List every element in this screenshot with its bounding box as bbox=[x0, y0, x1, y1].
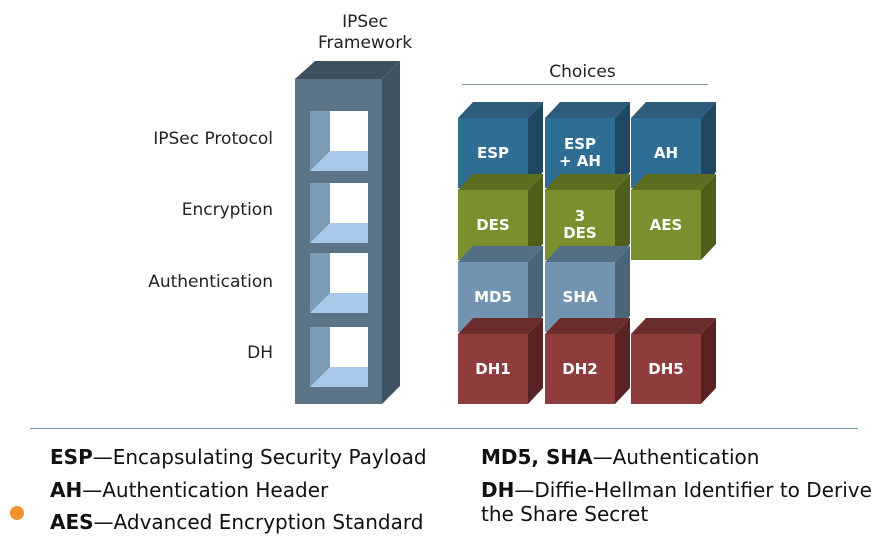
row-label-dh: DH bbox=[247, 343, 273, 363]
cube-esp: ESP bbox=[458, 102, 543, 188]
cube-des-label: DES bbox=[476, 215, 510, 234]
legend-esp-term: ESP bbox=[50, 445, 93, 469]
cube-3des: 3 DES bbox=[545, 174, 630, 260]
legend-dh-def-line2: the Share Secret bbox=[481, 502, 649, 526]
cube-esp-ah-label-2: + AH bbox=[559, 152, 601, 170]
cube-des: DES bbox=[458, 174, 543, 260]
tower-window-3 bbox=[310, 253, 368, 313]
row-label-authentication: Authentication bbox=[148, 272, 273, 292]
cube-ah-label: AH bbox=[653, 143, 679, 162]
tower-top bbox=[295, 61, 400, 79]
tower-window-2 bbox=[310, 183, 368, 243]
cube-ah: AH bbox=[631, 102, 716, 188]
legend-aes-def: —Advanced Encryption Standard bbox=[93, 510, 424, 534]
row-label-encryption: Encryption bbox=[181, 200, 273, 220]
cube-esp-ah: ESP + AH bbox=[545, 102, 630, 188]
cube-sha: SHA bbox=[545, 246, 630, 332]
cube-dh5: DH5 bbox=[631, 318, 716, 404]
bullet-dot-icon bbox=[10, 506, 24, 520]
cube-esp-ah-label-1: ESP bbox=[563, 135, 597, 153]
legend-esp: ESP—Encapsulating Security Payload bbox=[50, 445, 427, 469]
cube-aes: AES bbox=[631, 174, 716, 260]
legend-divider bbox=[30, 428, 858, 429]
tower-side bbox=[382, 61, 400, 404]
legend-ah-term: AH bbox=[50, 478, 83, 502]
cube-esp-label: ESP bbox=[476, 143, 510, 162]
cube-dh5-label: DH5 bbox=[648, 359, 684, 378]
framework-tower bbox=[295, 61, 400, 404]
choices-label: Choices bbox=[549, 62, 616, 82]
framework-title-line1: IPSec bbox=[342, 12, 388, 32]
cube-3des-label-2: DES bbox=[563, 224, 597, 242]
legend-md5-sha: MD5, SHA—Authentication bbox=[481, 445, 759, 469]
tower-window-4 bbox=[310, 327, 368, 387]
legend-aes: AES—Advanced Encryption Standard bbox=[50, 510, 423, 534]
cube-sha-label: SHA bbox=[562, 287, 598, 306]
cube-md5: MD5 bbox=[458, 246, 543, 332]
legend-dh-term: DH bbox=[481, 478, 515, 502]
cube-dh2-label: DH2 bbox=[562, 359, 598, 378]
legend-dh: DH—Diffie-Hellman Identifier to Derive t… bbox=[481, 478, 872, 526]
cube-dh1: DH1 bbox=[458, 318, 543, 404]
row-label-ipsec-protocol: IPSec Protocol bbox=[153, 129, 273, 149]
legend-dh-def-line1: —Diffie-Hellman Identifier to Derive bbox=[514, 478, 872, 502]
legend-ah: AH—Authentication Header bbox=[50, 478, 328, 502]
cube-aes-label: AES bbox=[649, 215, 683, 234]
framework-title-line2: Framework bbox=[317, 33, 413, 53]
legend-esp-def: —Encapsulating Security Payload bbox=[92, 445, 427, 469]
cube-dh1-label: DH1 bbox=[475, 359, 511, 378]
legend-md5-sha-def: —Authentication bbox=[592, 445, 760, 469]
framework-title: IPSec Framework bbox=[290, 12, 440, 54]
tower-window-1 bbox=[310, 111, 368, 171]
cube-md5-label: MD5 bbox=[474, 287, 512, 306]
cube-dh2: DH2 bbox=[545, 318, 630, 404]
legend-md5-sha-term: MD5, SHA bbox=[481, 445, 593, 469]
legend-ah-def: —Authentication Header bbox=[82, 478, 329, 502]
legend-aes-term: AES bbox=[50, 510, 94, 534]
choices-underline bbox=[462, 84, 708, 85]
cube-3des-label-1: 3 bbox=[574, 207, 586, 225]
